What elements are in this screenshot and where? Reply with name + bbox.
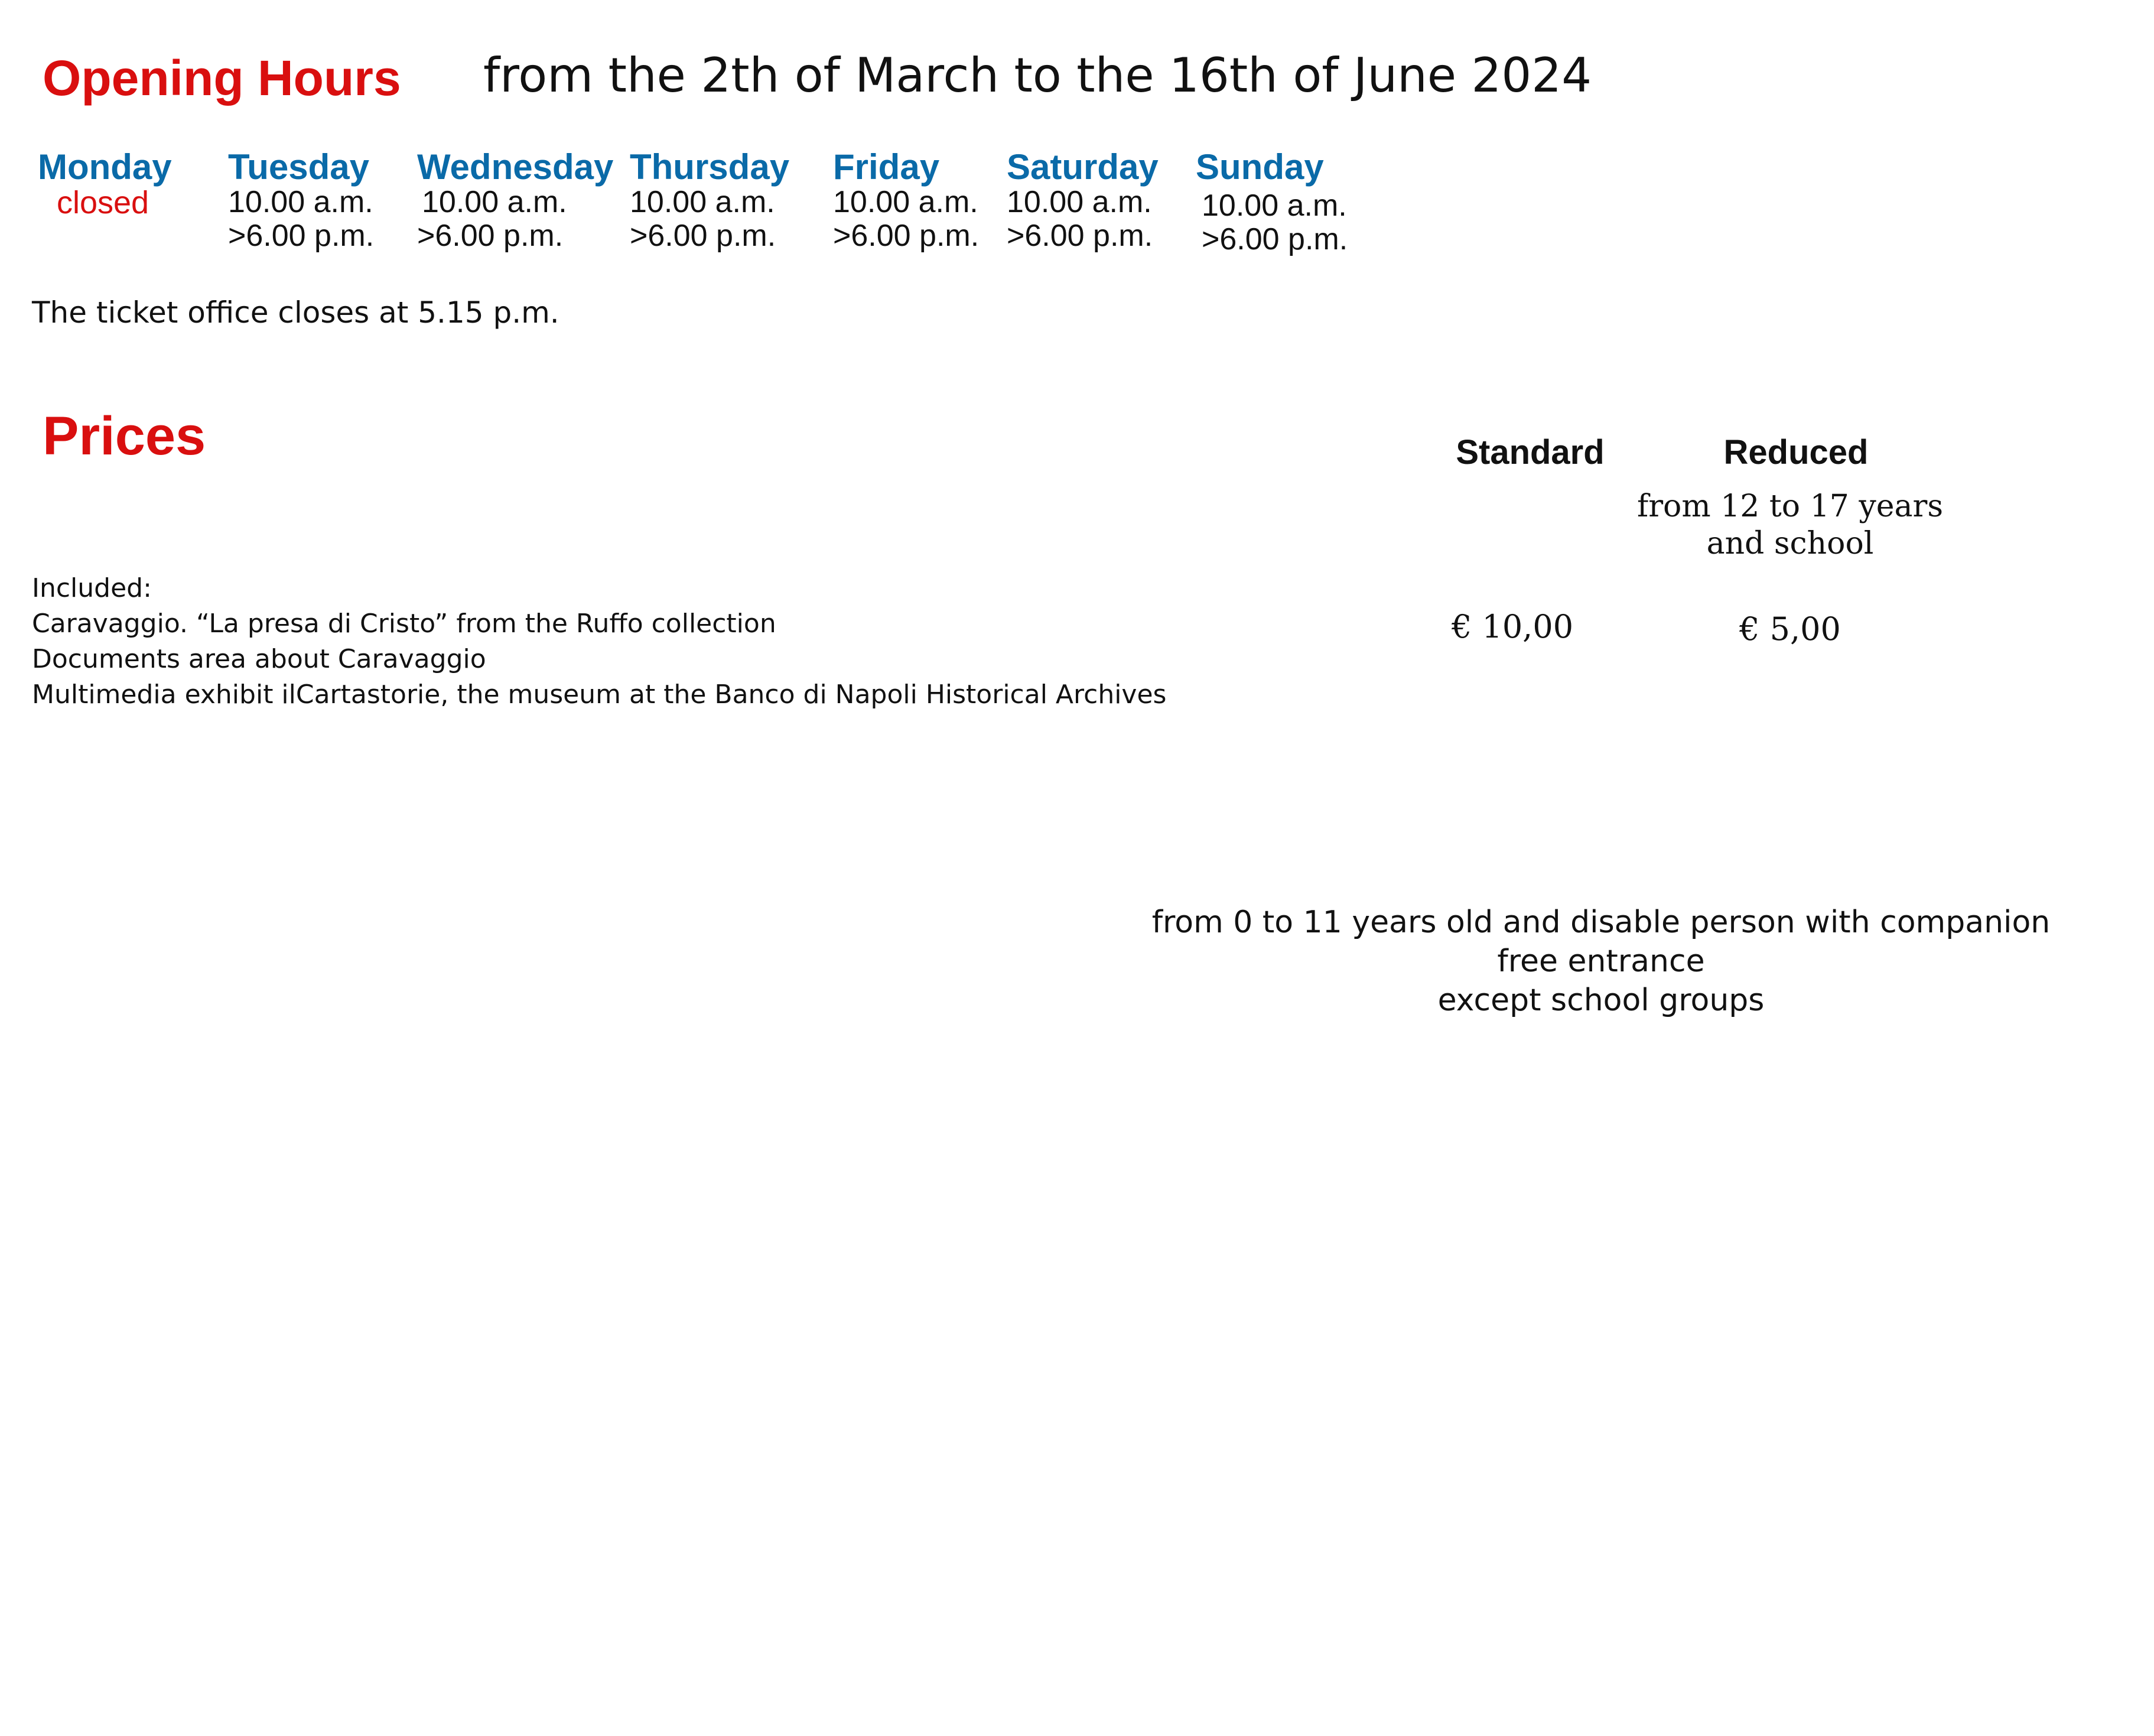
day-wednesday: Wednesday 10.00 a.m. >6.00 p.m. [417,149,630,253]
day-name: Saturday [1007,147,1159,187]
day-monday: Monday closed [38,149,250,220]
day-friday: Friday 10.00 a.m. >6.00 p.m. [833,149,1046,253]
free-entrance-note: from 0 to 11 years old and disable perso… [1111,903,2091,1020]
ticket-office-note: The ticket office closes at 5.15 p.m. [32,295,559,330]
free-note-line: from 0 to 11 years old and disable perso… [1151,905,2051,940]
day-tuesday: Tuesday 10.00 a.m. >6.00 p.m. [228,149,441,253]
included-item: Documents area about Caravaggio [32,644,486,674]
day-close-time: >6.00 p.m. [228,219,375,253]
day-open-time: 10.00 a.m. [228,185,373,219]
opening-period: from the 2th of March to the 16th of Jun… [483,48,1592,103]
day-close-time: >6.00 p.m. [1007,219,1153,253]
day-name: Tuesday [228,147,369,187]
opening-hours-title: Opening Hours [43,50,401,106]
included-heading: Included: [32,573,152,603]
day-close-time: >6.00 p.m. [1202,222,1348,256]
day-close-time: >6.00 p.m. [630,219,776,253]
prices-title: Prices [43,406,206,466]
day-name: Thursday [630,147,790,187]
day-open-time: 10.00 a.m. [422,185,567,219]
day-saturday: Saturday 10.00 a.m. >6.00 p.m. [1007,149,1219,253]
reduced-note: from 12 to 17 years and school [1613,488,1967,563]
reduced-note-line: from 12 to 17 years [1636,489,1944,524]
free-note-line: free entrance [1497,944,1705,979]
standard-column-header: Standard [1456,433,1605,472]
day-name: Friday [833,147,940,187]
day-close-time: >6.00 p.m. [833,219,980,253]
free-note-line: except school groups [1437,983,1765,1018]
included-item: Caravaggio. “La presa di Cristo” from th… [32,609,776,639]
included-list: Included: Caravaggio. “La presa di Crist… [32,571,1166,713]
reduced-price: € 5,00 [1739,610,1841,648]
reduced-column-header: Reduced [1723,433,1869,472]
day-name: Sunday [1196,147,1324,187]
day-sunday: Sunday 10.00 a.m. >6.00 p.m. [1196,149,1408,256]
day-thursday: Thursday 10.00 a.m. >6.00 p.m. [630,149,842,253]
day-open-time: 10.00 a.m. [1007,185,1152,219]
day-name: Wednesday [417,147,614,187]
day-close-time: >6.00 p.m. [417,219,564,253]
day-open-time: 10.00 a.m. [630,185,775,219]
reduced-note-line: and school [1706,526,1874,561]
day-name: Monday [38,147,172,187]
included-item: Multimedia exhibit ilCartastorie, the mu… [32,680,1167,710]
day-open-time: 10.00 a.m. [833,185,978,219]
day-status-closed: closed [57,185,149,220]
standard-price: € 10,00 [1451,608,1574,645]
day-open-time: 10.00 a.m. [1202,188,1347,223]
